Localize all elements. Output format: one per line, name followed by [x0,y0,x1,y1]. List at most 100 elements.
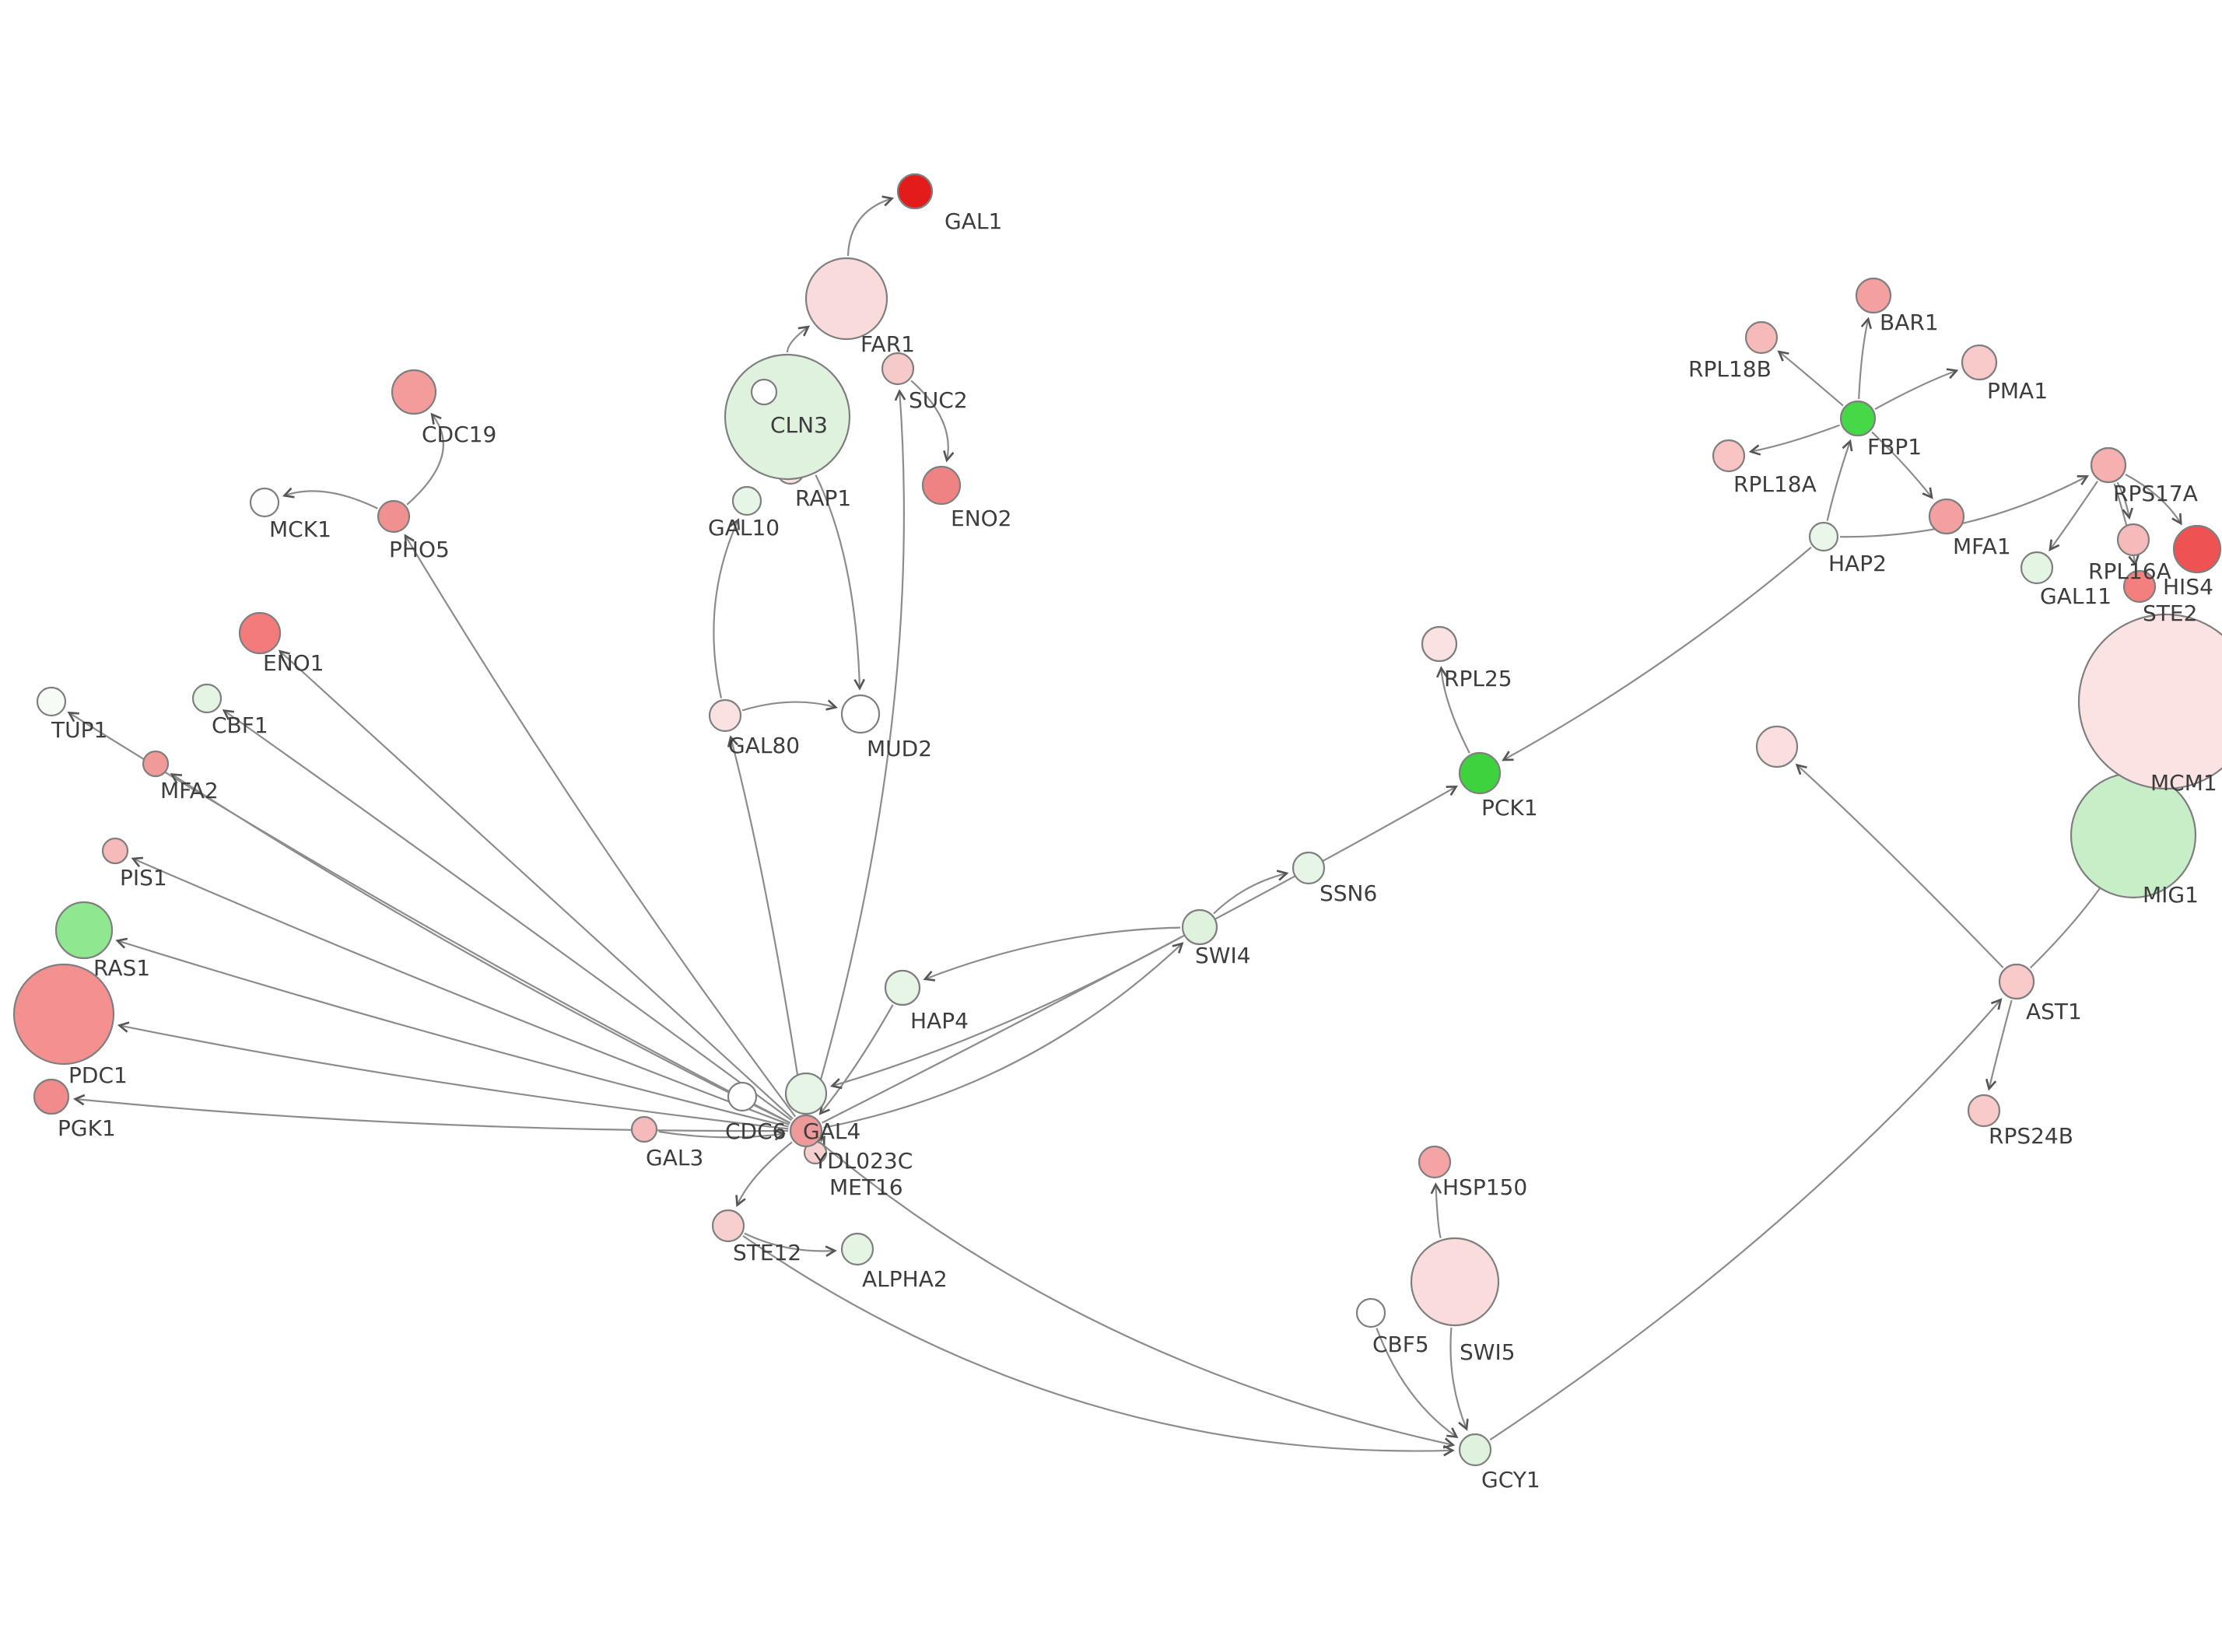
edge-AST1-UNL1[interactable] [1795,763,2004,968]
node-PIS1[interactable] [101,837,129,865]
edge-PCK1-RPL25[interactable] [1435,666,1470,754]
node-YDL023C[interactable] [784,1072,828,1115]
edge-GAL80-GAL10[interactable] [713,518,740,698]
node-STE12[interactable] [711,1209,745,1243]
edge-SWI4-YDL023C[interactable] [829,936,1183,1090]
node-GAL11[interactable] [2020,551,2054,585]
node-RPL25[interactable] [1421,625,1458,663]
edge-CLN3-FAR1[interactable] [786,325,811,353]
edge-HAP2-PCK1[interactable] [1502,546,1812,761]
node-HAP2[interactable] [1808,521,1839,552]
edge-HAP2-FBP1[interactable] [1826,439,1853,521]
edge-SWI4-SSN6[interactable] [1213,870,1289,915]
node-CDC6[interactable] [727,1081,758,1112]
edge-PHO5-CDC19[interactable] [406,412,444,506]
node-CLN3DOT[interactable] [750,378,778,406]
node-GAL10[interactable] [731,485,762,516]
edge-GAL4-ENO1[interactable] [278,649,794,1120]
edge-FBP1-PMA1[interactable] [1874,368,1959,410]
edge-GAL4-PGK1[interactable] [73,1094,789,1132]
node-MCM1[interactable] [2077,613,2222,790]
node-ENO2[interactable] [921,465,962,506]
node-HAP4[interactable] [884,969,921,1006]
node-PMA1[interactable] [1961,344,1998,381]
node-RPS17A[interactable] [2090,446,2127,484]
edge-RPS17A-GAL11[interactable] [2049,481,2098,551]
edge-HAP4-GAL4[interactable] [818,1004,894,1115]
edge-GAL3-GAL4[interactable] [658,1129,786,1141]
node-TUP1[interactable] [36,686,67,717]
edge-STE12-ALPHA2[interactable] [744,1232,837,1258]
edge-RPS17A-HIS4[interactable] [2125,474,2182,526]
edge-GAL4-SUC2[interactable] [810,389,906,1115]
node-GAL4[interactable] [789,1114,823,1148]
node-ALPHA2[interactable] [840,1232,874,1266]
edge-SWI4-HAP4[interactable] [923,926,1181,982]
edge-GCY1-AST1[interactable] [1489,998,2003,1441]
edge-RPS17A-RPL16A[interactable] [2116,481,2133,520]
edge-GAL4-RAS1[interactable] [115,937,789,1128]
node-PDC1[interactable] [12,963,115,1066]
node-CDC19[interactable] [391,369,437,415]
node-FBP1[interactable] [1839,400,1877,437]
edge-GAL4-PDC1[interactable] [117,1021,789,1130]
node-PGK1[interactable] [33,1078,70,1115]
node-RPL16A[interactable] [2116,523,2150,557]
node-MUD2[interactable] [840,694,881,734]
node-HIS4[interactable] [2172,524,2222,574]
node-CBF5[interactable] [1355,1297,1386,1328]
edge-GAL4-STE12[interactable] [735,1141,793,1207]
node-RPS24B[interactable] [1967,1094,2001,1128]
edge-CLN3-MUD2[interactable] [815,474,865,691]
node-MFA2[interactable] [142,750,170,778]
edge-GAL4-MET16[interactable] [815,1135,825,1148]
node-RAS1[interactable] [54,901,114,960]
edge-AST1-RPS24B[interactable] [1985,999,2013,1091]
node-RPL18A[interactable] [1712,439,1746,473]
node-GAL1[interactable] [896,173,934,210]
edge-GAL4-MFA2[interactable] [170,773,790,1124]
edge-GAL4-PCK1[interactable] [822,786,1459,1124]
edge-STE12-GCY1[interactable] [742,1235,1455,1457]
edge-GAL4-GAL80[interactable] [727,735,804,1114]
node-SWI5[interactable] [1410,1237,1500,1327]
node-PCK1[interactable] [1458,751,1502,795]
edge-GAL4-SWI4[interactable] [823,942,1184,1129]
node-BAR1[interactable] [1855,277,1892,314]
edge-SWI5-GCY1[interactable] [1449,1327,1469,1431]
edge-GAL80-MUD2[interactable] [741,699,838,712]
edge-FBP1-RPL18A[interactable] [1748,424,1840,456]
node-MCK1[interactable] [249,487,280,518]
edge-SUC2-ENO2[interactable] [910,380,955,463]
node-CBF1[interactable] [191,683,223,714]
edge-GAL4-TUP1[interactable] [67,711,791,1124]
node-HSP150[interactable] [1418,1145,1452,1179]
edge-PHO5-MCK1[interactable] [282,487,378,509]
node-FAR1[interactable] [804,257,888,341]
node-GCY1[interactable] [1458,1433,1492,1467]
node-UNL1[interactable] [1755,725,1799,768]
node-SSN6[interactable] [1291,851,1326,885]
node-MFA1[interactable] [1928,498,1965,535]
edge-FAR1-GAL1[interactable] [846,195,895,257]
node-STE2[interactable] [2122,569,2157,604]
node-SUC2[interactable] [881,352,915,386]
node-PHO5[interactable] [377,499,411,534]
edge-GAL4-GCY1[interactable] [819,1141,1456,1449]
edge-FBP1-BAR1[interactable] [1858,317,1873,400]
node-AST1[interactable] [1998,963,2035,1000]
edge-GAL4-PIS1[interactable] [131,856,790,1125]
edge-CBF5-GCY1[interactable] [1376,1328,1459,1438]
edge-SWI5-HSP150[interactable] [1430,1182,1442,1239]
node-GAL80[interactable] [708,698,742,733]
node-RPL18B[interactable] [1744,320,1779,355]
node-GAL3[interactable] [630,1115,658,1143]
edge-GAL4-CBF1[interactable] [222,709,793,1122]
edge-GAL4-PHO5[interactable] [404,534,797,1118]
node-SWI4[interactable] [1181,908,1218,946]
edge-FBP1-RPL18B[interactable] [1777,350,1844,407]
edge-FBP1-MFA1[interactable] [1871,431,1933,499]
node-ENO1[interactable] [238,611,282,655]
edge-HAP2-RPS17A[interactable] [1839,474,2090,538]
